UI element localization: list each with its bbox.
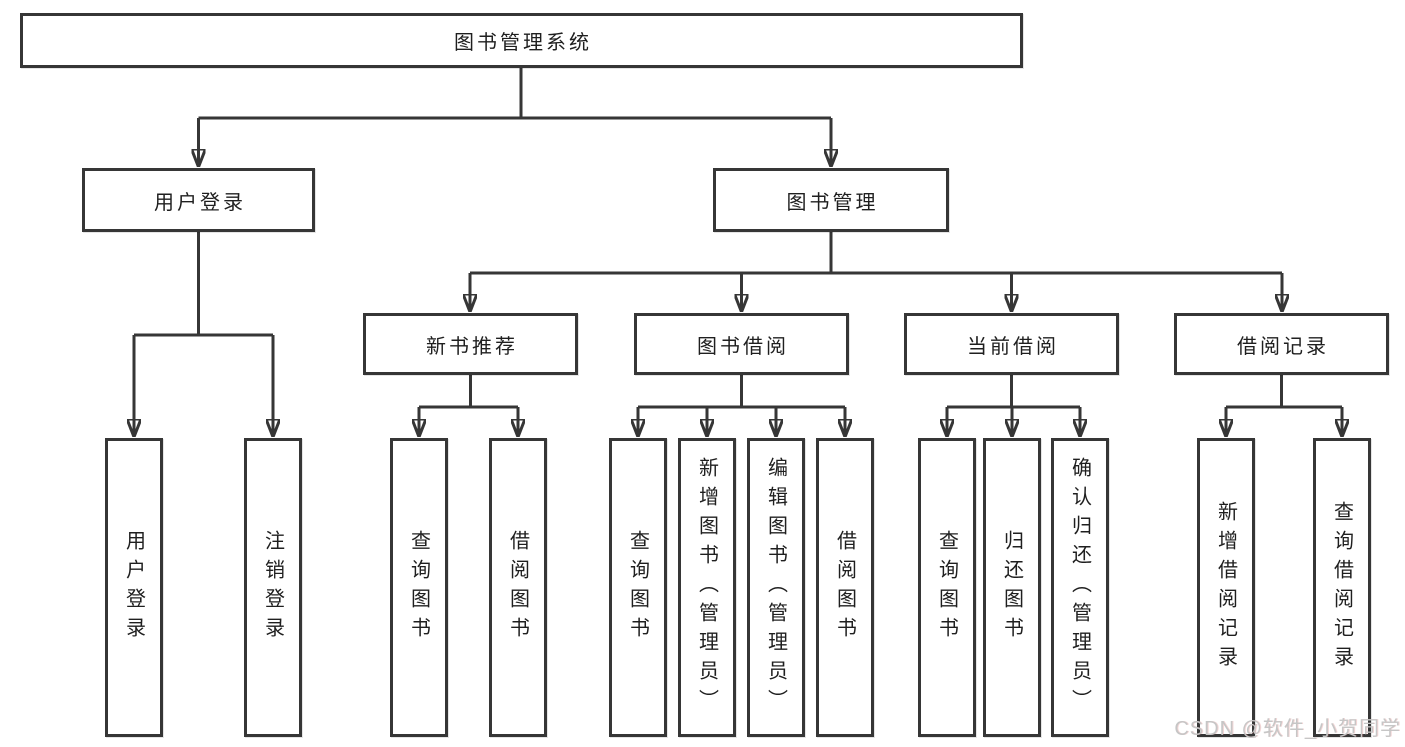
node-new-book-rec: 新书推荐 bbox=[363, 313, 578, 375]
connector-book-mgmt bbox=[470, 232, 1282, 311]
connector-new-book-rec bbox=[419, 375, 518, 436]
node-current-return: 归还图书 bbox=[983, 438, 1041, 737]
node-current-query: 查询图书 bbox=[918, 438, 976, 737]
node-logout: 注销登录 bbox=[244, 438, 302, 737]
csdn-watermark: CSDN @软件_小贺同学 bbox=[1174, 718, 1401, 740]
node-borrow-edit: 编辑图书（管理员） bbox=[747, 438, 805, 737]
node-borrow-record: 借阅记录 bbox=[1174, 313, 1389, 375]
connector-root bbox=[199, 68, 832, 166]
node-root: 图书管理系统 bbox=[20, 13, 1023, 68]
connector-book-borrow bbox=[638, 375, 845, 436]
node-current-confirm: 确认归还（管理员） bbox=[1051, 438, 1109, 737]
connector-current-borrow bbox=[947, 375, 1080, 436]
node-borrow-query: 查询图书 bbox=[609, 438, 667, 737]
node-newbook-borrow: 借阅图书 bbox=[489, 438, 547, 737]
node-record-add: 新增借阅记录 bbox=[1197, 438, 1255, 737]
node-borrow-borrow: 借阅图书 bbox=[816, 438, 874, 737]
node-newbook-query: 查询图书 bbox=[390, 438, 448, 737]
node-current-borrow: 当前借阅 bbox=[904, 313, 1119, 375]
node-login: 用户登录 bbox=[105, 438, 163, 737]
connector-borrow-record bbox=[1226, 375, 1342, 436]
node-user-login: 用户登录 bbox=[82, 168, 315, 232]
node-record-query: 查询借阅记录 bbox=[1313, 438, 1371, 737]
node-book-borrow: 图书借阅 bbox=[634, 313, 849, 375]
node-borrow-add: 新增图书（管理员） bbox=[678, 438, 736, 737]
connector-user-login bbox=[134, 232, 273, 436]
node-book-mgmt: 图书管理 bbox=[713, 168, 949, 232]
